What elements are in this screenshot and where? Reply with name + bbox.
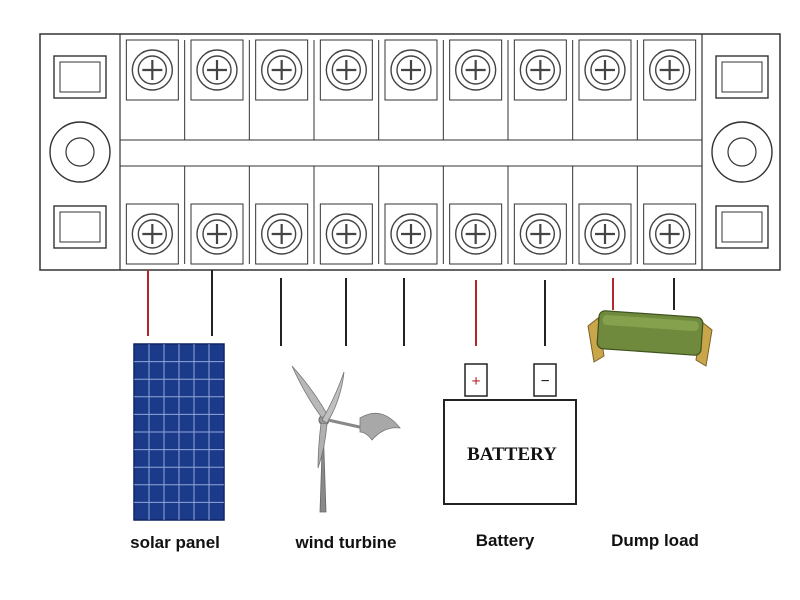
solar-panel-caption: solar panel: [130, 533, 220, 552]
wind-turbine-icon: [291, 365, 401, 513]
wires: [147, 270, 675, 346]
screw-terminal-top-7-icon: [513, 39, 567, 101]
solar-panel-cell-grid: [134, 344, 224, 520]
screw-terminal-top-4-icon: [319, 39, 373, 101]
right-bottom-bracket-icon: [715, 205, 769, 249]
battery-body: [443, 399, 577, 505]
screw-terminal-bottom-9-icon: [643, 203, 697, 265]
left-mount-hole-icon: [49, 121, 111, 183]
battery-body-label: BATTERY: [467, 444, 557, 465]
screw-terminal-top-3-icon: [255, 39, 309, 101]
screw-terminal-bottom-8-icon: [578, 203, 632, 265]
right-top-bracket-icon: [715, 55, 769, 99]
screw-terminal-bottom-6-icon: [449, 203, 503, 265]
dump-load-resistor-icon: [587, 310, 713, 367]
wind-turbine-caption: wind turbine: [295, 533, 397, 552]
solar-panel-icon: [133, 343, 225, 521]
battery-negative-terminal: [533, 363, 557, 397]
screw-terminal-bottom-3-icon: [255, 203, 309, 265]
screw-terminal-top-6-icon: [449, 39, 503, 101]
screw-terminal-bottom-5-icon: [384, 203, 438, 265]
dump-load-caption: Dump load: [611, 531, 699, 550]
screw-terminal-top-5-icon: [384, 39, 438, 101]
screw-terminals: [125, 39, 697, 265]
left-bottom-bracket-icon: [53, 205, 107, 249]
screw-terminal-top-2-icon: [190, 39, 244, 101]
screw-terminal-top-9-icon: [643, 39, 697, 101]
terminal-block: [39, 33, 781, 271]
screw-terminal-bottom-1-icon: [125, 203, 179, 265]
battery-icon: + − BATTERY: [443, 363, 577, 505]
battery-caption: Battery: [475, 531, 535, 550]
battery-positive-terminal: [464, 363, 488, 397]
left-end-cap: [49, 34, 121, 270]
left-top-bracket-icon: [53, 55, 107, 99]
screw-terminal-bottom-2-icon: [190, 203, 244, 265]
right-mount-hole-icon: [711, 121, 773, 183]
battery-negative-symbol: −: [540, 373, 549, 390]
right-end-cap: [701, 34, 773, 270]
screw-terminal-top-1-icon: [125, 39, 179, 101]
screw-terminal-top-8-icon: [578, 39, 632, 101]
battery-positive-symbol: +: [471, 373, 480, 390]
screw-terminal-bottom-7-icon: [513, 203, 567, 265]
screw-terminal-bottom-4-icon: [319, 203, 373, 265]
